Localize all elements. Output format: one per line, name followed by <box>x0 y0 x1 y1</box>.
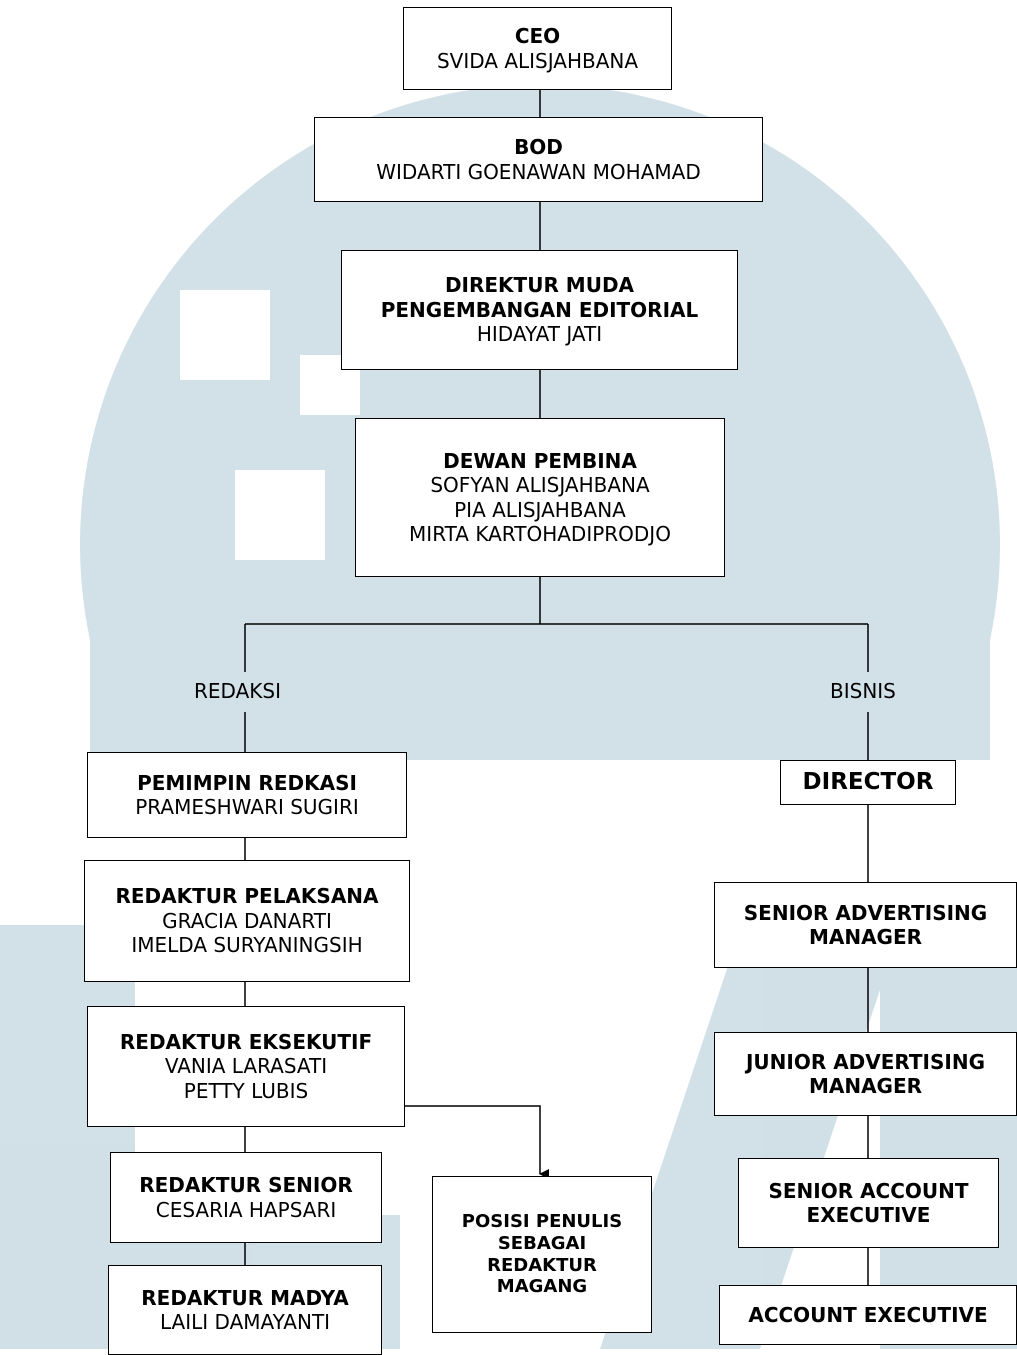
posisi-penulis-line-2: SEBAGAI <box>497 1232 587 1254</box>
pemimpin-redaksi-name: PRAMESHWARI SUGIRI <box>135 795 359 819</box>
direktur-muda-title-2: PENGEMBANGAN EDITORIAL <box>380 297 699 322</box>
direktur-muda-title-1: DIREKTUR MUDA <box>444 273 635 298</box>
senior-account-executive-title-2: EXECUTIVE <box>806 1203 931 1227</box>
junior-advertising-manager-title-2: MANAGER <box>808 1074 923 1098</box>
redaktur-eksekutif-name-1: VANIA LARASATI <box>164 1054 328 1079</box>
ceo-title: CEO <box>514 24 561 49</box>
senior-advertising-manager-box: SENIOR ADVERTISING MANAGER <box>714 882 1017 968</box>
redaktur-eksekutif-name-2: PETTY LUBIS <box>183 1078 309 1103</box>
branch-label-redaksi: REDAKSI <box>194 679 281 703</box>
senior-advertising-manager-title-1: SENIOR ADVERTISING <box>743 900 988 925</box>
redaktur-eksekutif-box: REDAKTUR EKSEKUTIF VANIA LARASATI PETTY … <box>87 1006 405 1127</box>
redaktur-pelaksana-title: REDAKTUR PELAKSANA <box>115 884 379 909</box>
redaktur-madya-name: LAILI DAMAYANTI <box>159 1310 331 1334</box>
director-box: DIRECTOR <box>780 760 956 805</box>
pemimpin-redaksi-title: PEMIMPIN REDKASI <box>137 770 357 795</box>
junior-advertising-manager-title-1: JUNIOR ADVERTISING <box>745 1049 986 1074</box>
posisi-penulis-line-4: MAGANG <box>496 1276 588 1298</box>
ceo-box: CEO SVIDA ALISJAHBANA <box>403 7 672 90</box>
account-executive-title: ACCOUNT EXECUTIVE <box>748 1302 988 1327</box>
ceo-name: SVIDA ALISJAHBANA <box>436 48 639 73</box>
account-executive-box: ACCOUNT EXECUTIVE <box>719 1285 1017 1345</box>
redaktur-madya-box: REDAKTUR MADYA LAILI DAMAYANTI <box>108 1265 382 1355</box>
redaktur-senior-name: CESARIA HAPSARI <box>155 1197 337 1222</box>
dewan-pembina-title: DEWAN PEMBINA <box>443 448 637 473</box>
dewan-pembina-name-1: SOFYAN ALISJAHBANA <box>430 473 650 498</box>
redaktur-senior-box: REDAKTUR SENIOR CESARIA HAPSARI <box>110 1152 382 1243</box>
redaktur-pelaksana-name-1: GRACIA DANARTI <box>162 908 332 933</box>
redaktur-pelaksana-name-2: IMELDA SURYANINGSIH <box>131 933 363 958</box>
bod-box: BOD WIDARTI GOENAWAN MOHAMAD <box>314 117 763 202</box>
director-title: DIRECTOR <box>802 769 934 796</box>
senior-account-executive-title-1: SENIOR ACCOUNT <box>768 1178 969 1203</box>
redaktur-eksekutif-title: REDAKTUR EKSEKUTIF <box>119 1029 373 1054</box>
posisi-penulis-line-1: POSISI PENULIS <box>461 1210 623 1232</box>
bod-name: WIDARTI GOENAWAN MOHAMAD <box>376 159 701 184</box>
redaktur-madya-title: REDAKTUR MADYA <box>141 1285 349 1310</box>
direktur-muda-name: HIDAYAT JATI <box>476 322 603 347</box>
direktur-muda-box: DIREKTUR MUDA PENGEMBANGAN EDITORIAL HID… <box>341 250 738 370</box>
junior-advertising-manager-box: JUNIOR ADVERTISING MANAGER <box>714 1032 1017 1116</box>
dewan-pembina-name-3: MIRTA KARTOHADIPRODJO <box>409 521 671 546</box>
senior-account-executive-box: SENIOR ACCOUNT EXECUTIVE <box>738 1158 999 1248</box>
dewan-pembina-box: DEWAN PEMBINA SOFYAN ALISJAHBANA PIA ALI… <box>355 418 725 577</box>
pemimpin-redaksi-box: PEMIMPIN REDKASI PRAMESHWARI SUGIRI <box>87 752 407 838</box>
branch-label-bisnis: BISNIS <box>830 679 896 703</box>
senior-advertising-manager-title-2: MANAGER <box>808 925 923 949</box>
posisi-penulis-box: POSISI PENULIS SEBAGAI REDAKTUR MAGANG <box>432 1176 652 1333</box>
posisi-penulis-line-3: REDAKTUR <box>487 1254 597 1276</box>
redaktur-pelaksana-box: REDAKTUR PELAKSANA GRACIA DANARTI IMELDA… <box>84 860 410 982</box>
bod-title: BOD <box>514 135 563 160</box>
dewan-pembina-name-2: PIA ALISJAHBANA <box>454 497 626 522</box>
redaktur-senior-title: REDAKTUR SENIOR <box>139 1173 353 1198</box>
